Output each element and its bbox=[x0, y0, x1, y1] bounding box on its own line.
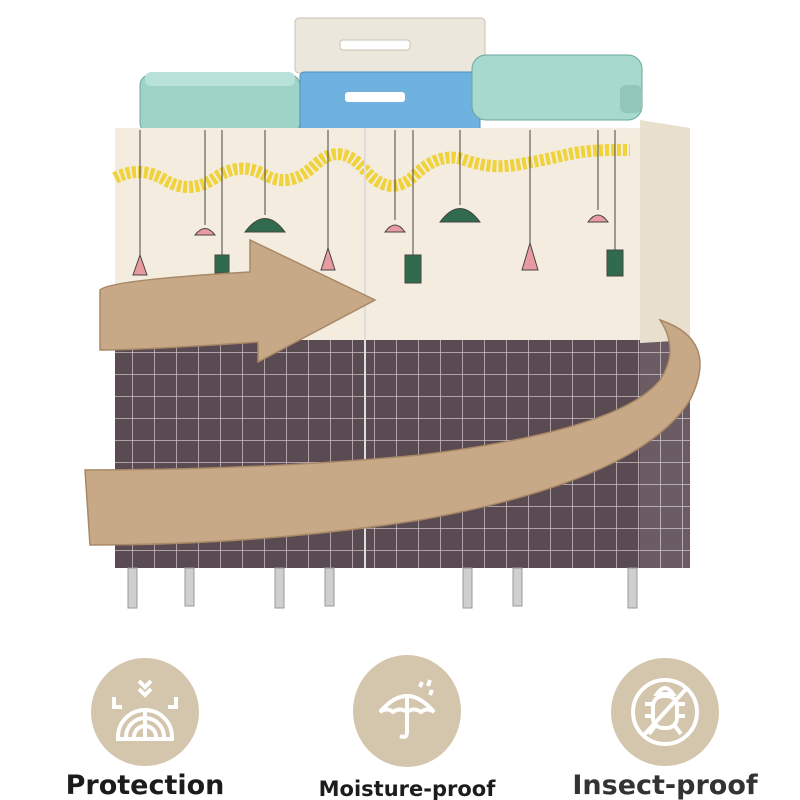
umbrella-rain-icon bbox=[353, 655, 461, 767]
cover-side-panel bbox=[640, 120, 690, 343]
wardrobe-legs bbox=[127, 567, 638, 609]
storage-boxes bbox=[139, 17, 643, 134]
feature-protection: Protection bbox=[55, 658, 235, 800]
feature-label: Moisture-proof bbox=[318, 777, 496, 800]
feature-moisture-proof: Moisture-proof bbox=[307, 655, 507, 800]
shield-dome-icon bbox=[91, 658, 199, 766]
wrap-arrow bbox=[84, 238, 701, 546]
feature-label: Insect-proof bbox=[572, 770, 758, 800]
feature-label: Protection bbox=[65, 770, 225, 800]
no-bug-icon bbox=[611, 658, 719, 766]
hanging-lamps bbox=[132, 130, 624, 284]
feature-insect-proof: Insect-proof bbox=[560, 658, 770, 800]
